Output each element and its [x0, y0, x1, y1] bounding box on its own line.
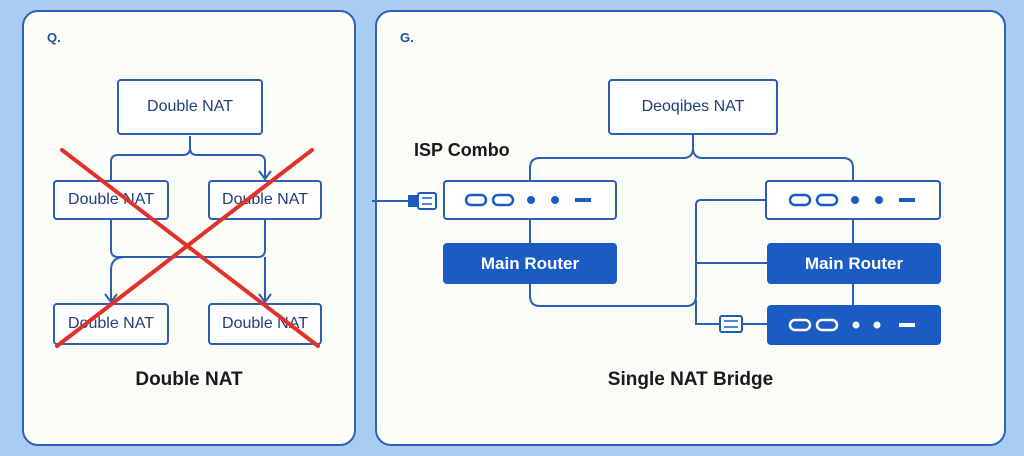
top-nat-label: Double NAT — [147, 98, 233, 115]
right-caption: Single NAT Bridge — [607, 369, 774, 390]
bottom-right-nat-label: Double NAT — [222, 315, 308, 332]
main-router-left: Main Router — [443, 243, 617, 284]
isp-combo-label: ISP Combo — [414, 140, 510, 160]
main-router-right-label: Main Router — [804, 253, 904, 273]
main-router-left-label: Main Router — [480, 253, 580, 273]
left-caption: Double NAT — [135, 369, 243, 390]
left-corner-label: Q. — [47, 30, 61, 45]
top-bridge-box: Deoqibes NAT — [608, 79, 778, 135]
bottom-left-nat-box: Double NAT — [53, 303, 169, 345]
right-corner-label: G. — [400, 30, 414, 45]
top-bridge-label: Deoqibes NAT — [641, 98, 745, 115]
top-nat-box: Double NAT — [117, 79, 263, 135]
main-router-right: Main Router — [767, 243, 941, 284]
